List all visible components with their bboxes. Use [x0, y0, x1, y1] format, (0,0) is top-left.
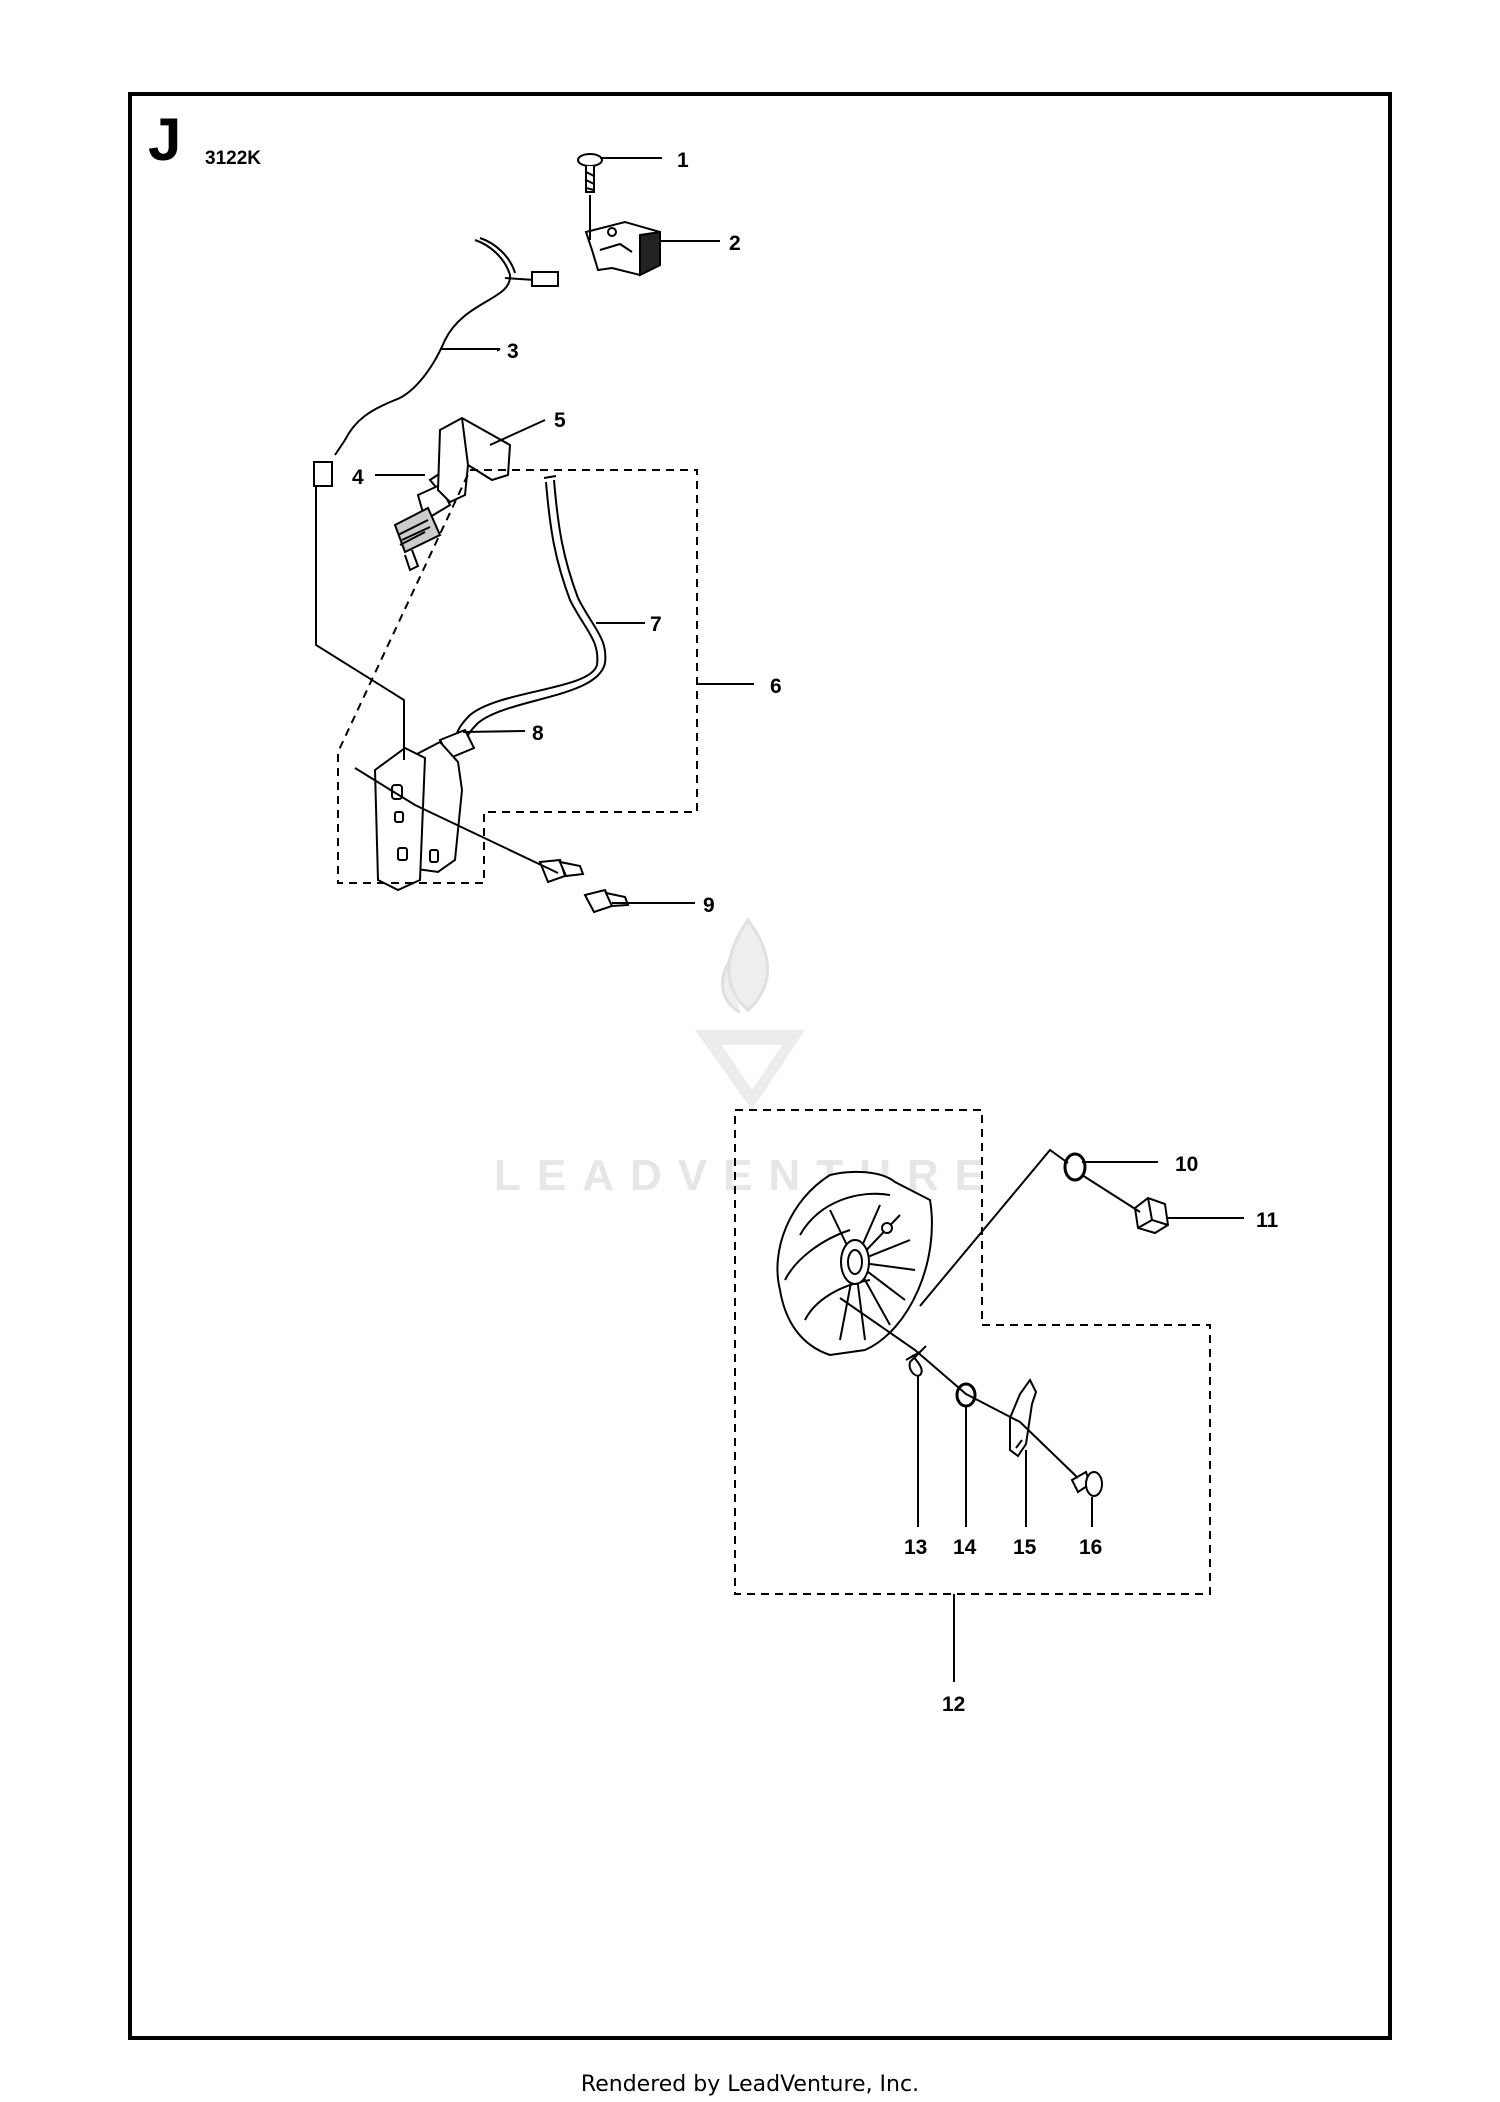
part-2-stop-switch [584, 220, 661, 277]
callout-15: 15 [1013, 1536, 1037, 1559]
callout-4: 4 [352, 466, 364, 489]
callout-9: 9 [703, 894, 715, 917]
part-10-washer [1063, 1152, 1087, 1182]
watermark-v-icon [695, 1030, 805, 1110]
part-9-screws [538, 858, 630, 914]
kit-12-dashed-outline [734, 1109, 1211, 1595]
callout-6: 6 [770, 675, 782, 698]
watermark-text: LEADVENTURE [494, 1151, 1000, 1200]
watermark-flame-icon [721, 917, 770, 1014]
part-7-ignition-lead [454, 475, 607, 747]
leadventure-watermark: LEADVENTURE [494, 917, 1000, 1200]
part-16-shoulder-screw [1070, 1470, 1103, 1497]
kit-6-dashed-outline [337, 469, 698, 884]
callout-14: 14 [953, 1536, 977, 1559]
callout-1: 1 [677, 149, 689, 172]
part-3-short-circuit-cable [313, 237, 559, 487]
callout-11: 11 [1256, 1209, 1279, 1232]
part-12-flywheel [776, 1170, 933, 1357]
callout-16: 16 [1079, 1536, 1102, 1559]
part-5-spark-plug-cap [436, 416, 512, 504]
callout-3: 3 [507, 340, 519, 363]
diagram-frame [128, 92, 1392, 2040]
part-15-pawl [1009, 1378, 1038, 1458]
diagram-code: 3122K [205, 148, 261, 169]
callout-5: 5 [554, 409, 566, 432]
callout-13: 13 [904, 1536, 927, 1559]
footer-credit: Rendered by LeadVenture, Inc. [580, 2072, 920, 2097]
leader-lines [375, 157, 1244, 1682]
callout-labels: 1 2 3 4 5 6 7 8 9 10 11 12 13 14 15 16 [352, 149, 1279, 1716]
callout-12: 12 [942, 1693, 965, 1716]
part-11-nut [1133, 1196, 1170, 1235]
callout-8: 8 [532, 722, 544, 745]
callout-7: 7 [650, 613, 662, 636]
callout-10: 10 [1175, 1153, 1198, 1176]
section-letter: J [148, 106, 182, 173]
part-1-screw [577, 153, 603, 193]
assembly-lines [315, 195, 1141, 1479]
callout-2: 2 [729, 232, 741, 255]
